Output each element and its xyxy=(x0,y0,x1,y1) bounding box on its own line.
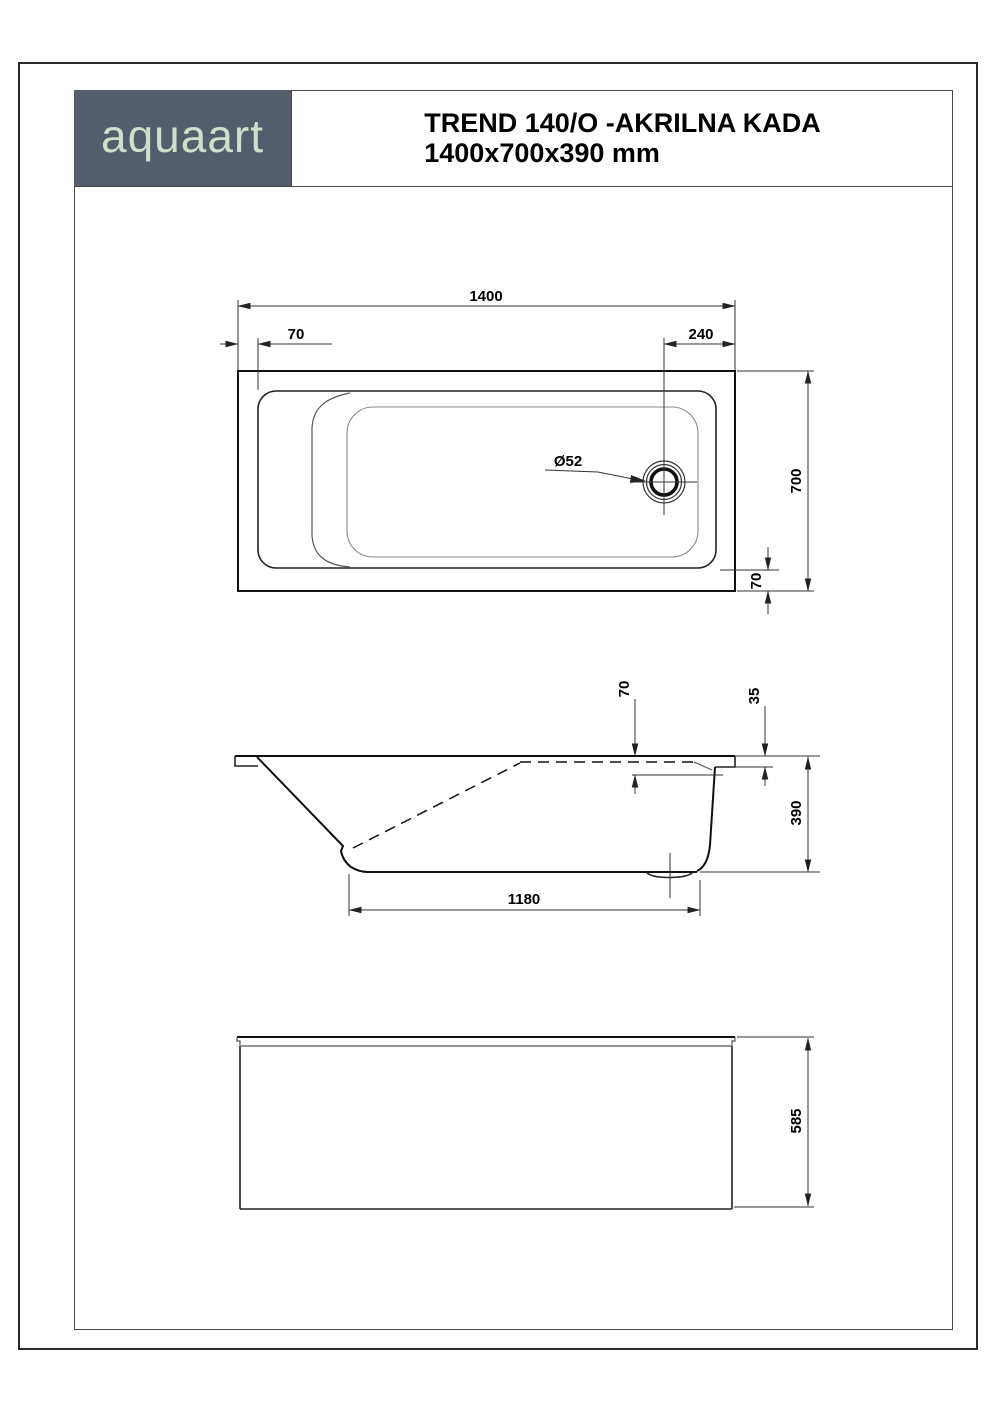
front-panel-outline xyxy=(239,1046,733,1210)
top-view-basin-line xyxy=(346,406,699,558)
title-area: TREND 140/O -AKRILNA KADA 1400x700x390 m… xyxy=(292,90,953,186)
front-view: 585 xyxy=(236,1036,814,1210)
dim-label-70-bottom: 70 xyxy=(748,573,765,590)
dim-70-left: 70 xyxy=(220,326,332,390)
dim-240: 240 xyxy=(663,326,736,515)
dim-1180: 1180 xyxy=(348,874,701,916)
title-block-row: aquaart TREND 140/O -AKRILNA KADA 1400x7… xyxy=(74,90,953,187)
dim-drain-diameter: Ø52 xyxy=(544,453,646,483)
leader-arrowhead xyxy=(630,475,646,483)
dim-700: 700 xyxy=(737,370,814,592)
top-view-backrest-curve xyxy=(311,392,351,568)
side-left-slope xyxy=(256,756,369,873)
side-hidden-basin-edge xyxy=(352,761,694,849)
front-left-notch xyxy=(236,1037,241,1046)
side-right-rim-ear xyxy=(715,756,736,768)
drawing-title-line2: 1400x700x390 mm xyxy=(424,138,660,168)
dim-label-585: 585 xyxy=(788,1108,805,1133)
dim-70-bottom: 70 xyxy=(720,547,779,614)
brand-logo-box: aquaart xyxy=(74,90,292,186)
side-right-wall xyxy=(696,766,716,872)
top-view: 1400 70 240 700 70 Ø xyxy=(220,288,814,614)
dim-1400: 1400 xyxy=(237,288,736,370)
dim-label-1180: 1180 xyxy=(508,891,541,908)
top-view-outer-edge xyxy=(237,370,736,592)
dim-label-70-left: 70 xyxy=(288,326,305,343)
drain-top-view xyxy=(635,460,697,504)
front-right-notch xyxy=(731,1037,736,1046)
dim-label-diameter: Ø52 xyxy=(554,453,582,470)
drawing-title: TREND 140/O -AKRILNA KADA 1400x700x390 m… xyxy=(424,108,821,168)
dim-label-700: 700 xyxy=(788,468,805,493)
brand-logo-text: aquaart xyxy=(100,110,264,162)
dim-label-70-side: 70 xyxy=(616,681,633,698)
dim-585: 585 xyxy=(734,1036,814,1208)
dim-label-240: 240 xyxy=(688,326,713,343)
drawing-title-line1: TREND 140/O -AKRILNA KADA xyxy=(424,107,821,138)
page-outer-border xyxy=(18,62,978,1350)
side-drain-bump xyxy=(645,871,694,879)
dim-label-35: 35 xyxy=(746,688,763,705)
top-view-rim-line xyxy=(257,390,717,569)
dim-label-390: 390 xyxy=(788,800,805,825)
dim-70-side: 70 xyxy=(616,681,639,794)
side-left-rim-ear xyxy=(234,756,258,767)
side-view: 70 35 390 1180 xyxy=(234,681,820,916)
dim-35-side: 35 xyxy=(746,688,769,786)
dim-label-1400: 1400 xyxy=(469,288,502,305)
dim-390: 390 xyxy=(700,756,820,873)
